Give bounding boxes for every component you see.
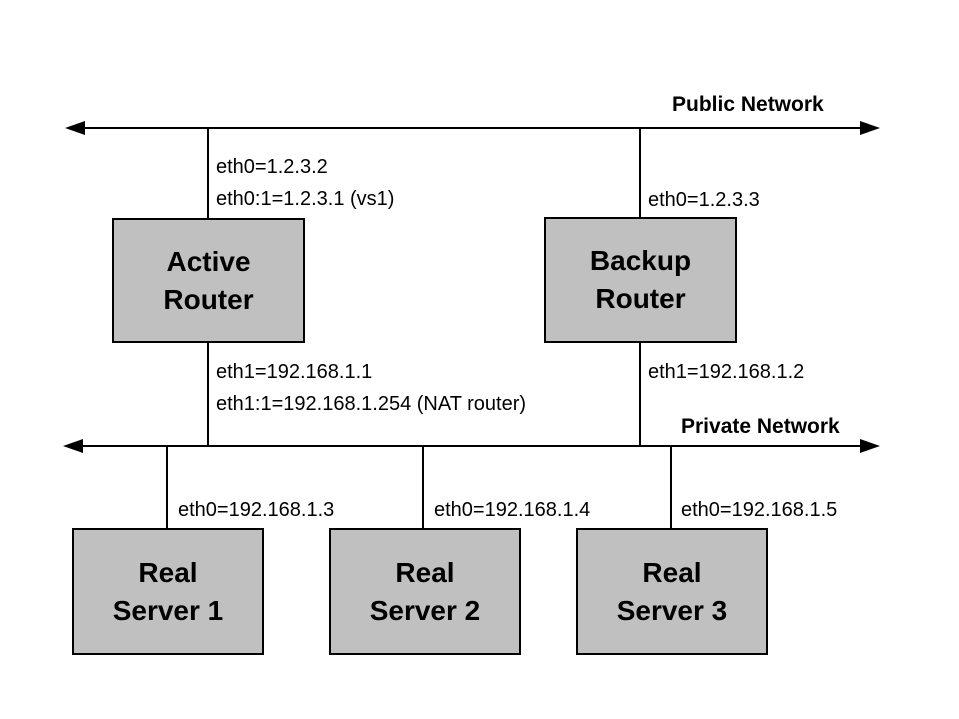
public-network-line xyxy=(75,127,870,129)
interface-label-active-eth0: eth0=1.2.3.2 xyxy=(216,156,328,178)
private-network-line xyxy=(75,445,870,447)
real-server-1-node: Real Server 1 xyxy=(72,528,264,655)
interface-label-backup-eth0: eth0=1.2.3.3 xyxy=(648,189,760,211)
private-network-label: Private Network xyxy=(681,415,840,438)
connector-private-server1 xyxy=(166,446,168,528)
connector-public-backup-router xyxy=(639,128,641,217)
real-server-1-label: Real Server 1 xyxy=(112,556,224,626)
arrowhead-right-icon xyxy=(860,121,880,135)
backup-router-node: Backup Router xyxy=(544,217,737,343)
connector-backup-router-private xyxy=(639,342,641,446)
interface-label-server1-eth0: eth0=192.168.1.3 xyxy=(178,499,335,521)
interface-label-server3-eth0: eth0=192.168.1.5 xyxy=(681,499,838,521)
interface-label-backup-eth1: eth1=192.168.1.2 xyxy=(648,361,805,383)
connector-private-server2 xyxy=(422,446,424,528)
interface-label-active-eth1-1: eth1:1=192.168.1.254 (NAT router) xyxy=(216,393,527,415)
interface-label-server2-eth0: eth0=192.168.1.4 xyxy=(434,499,591,521)
active-router-label: Active Router xyxy=(163,245,254,315)
real-server-2-node: Real Server 2 xyxy=(329,528,521,655)
public-network-label: Public Network xyxy=(672,93,824,116)
backup-router-label: Backup Router xyxy=(589,245,692,314)
real-server-2-label: Real Server 2 xyxy=(369,556,481,626)
arrowhead-left-icon xyxy=(65,121,85,135)
real-server-3-node: Real Server 3 xyxy=(576,528,768,655)
connector-active-router-private xyxy=(207,342,209,446)
connector-private-server3 xyxy=(670,446,672,528)
active-router-node: Active Router xyxy=(112,218,305,343)
arrowhead-left-icon xyxy=(63,439,83,453)
arrowhead-right-icon xyxy=(860,439,880,453)
interface-label-active-eth1: eth1=192.168.1.1 xyxy=(216,361,373,383)
connector-public-active-router xyxy=(207,128,209,218)
interface-label-active-eth0-1: eth0:1=1.2.3.1 (vs1) xyxy=(216,188,395,210)
real-server-3-label: Real Server 3 xyxy=(616,556,728,626)
